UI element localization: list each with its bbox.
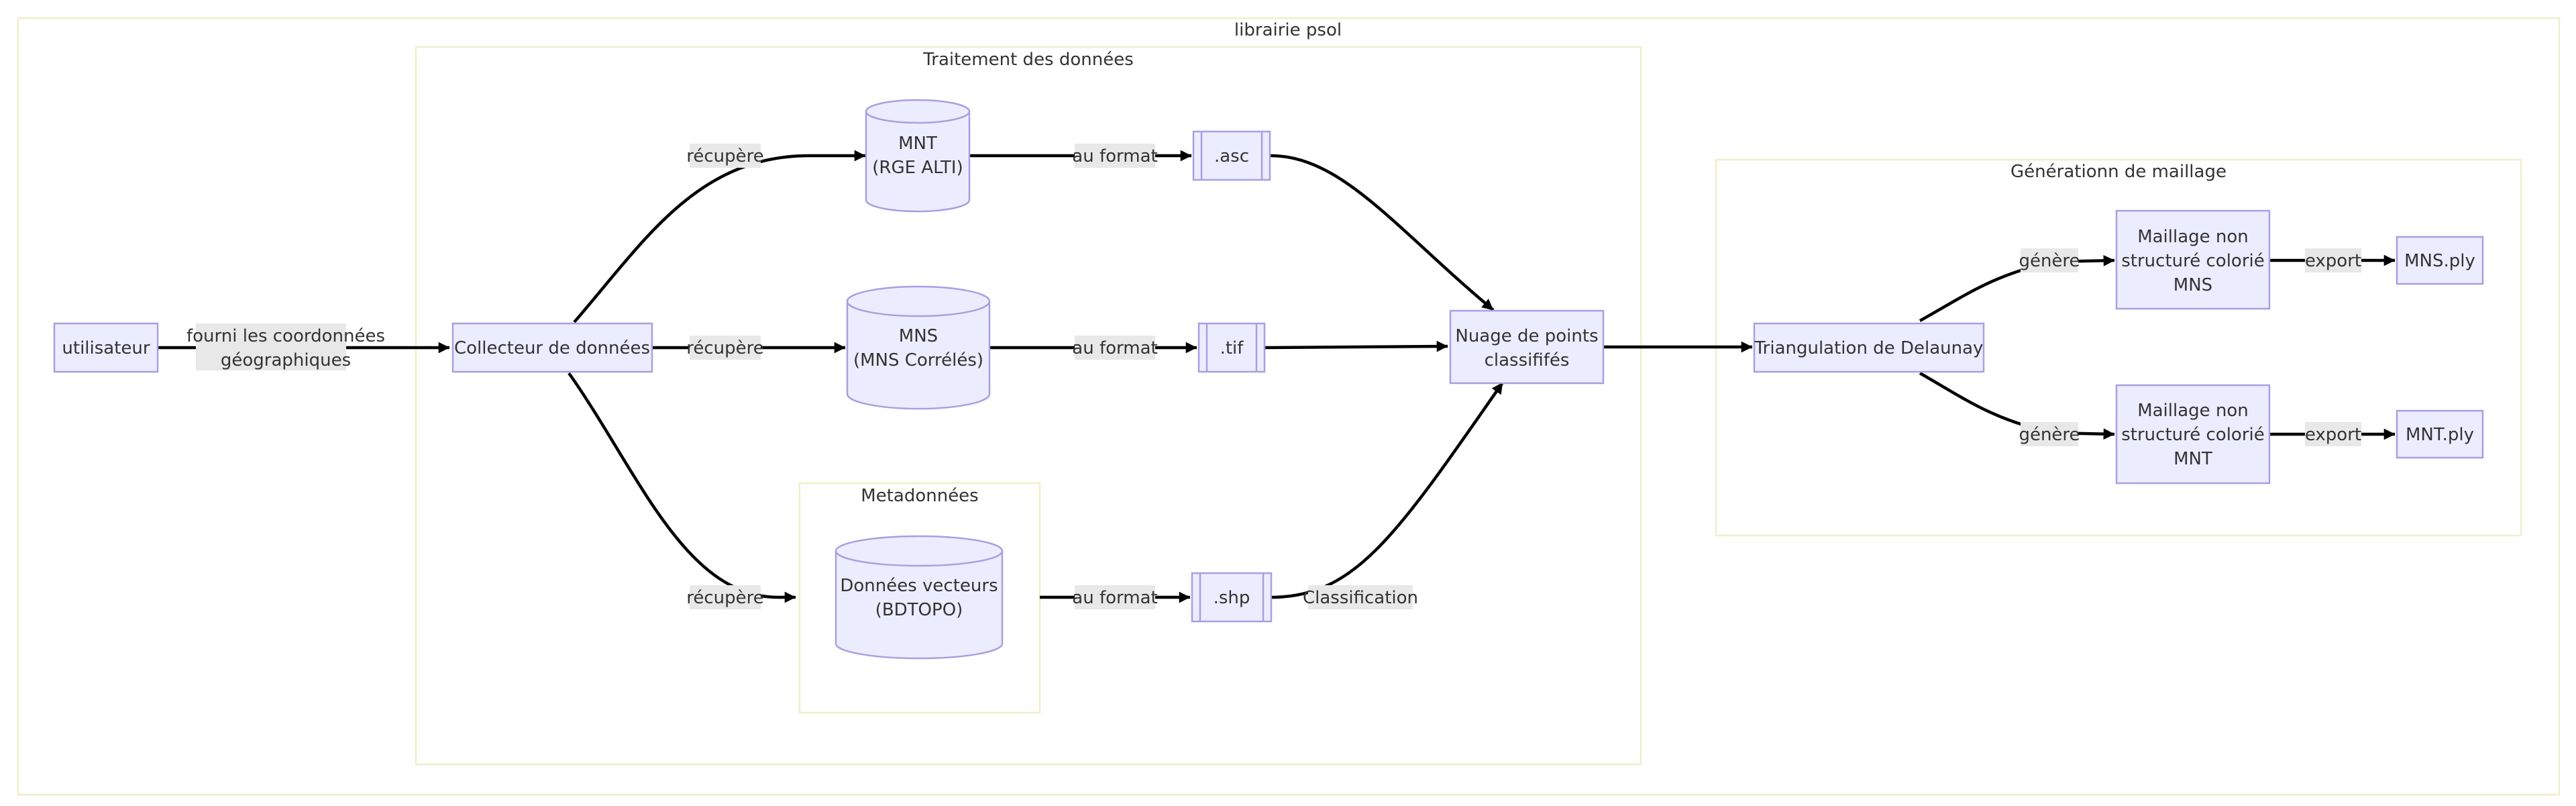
node-asc-subroutine[interactable]: .asc xyxy=(1192,130,1271,181)
node-mnt-label-line-1: MNT xyxy=(898,134,937,154)
node-collecteur-label: Collecteur de données xyxy=(454,338,650,358)
edge-label-recupere-mnt-text: récupère xyxy=(686,146,764,166)
edge-label-export-mns-text: export xyxy=(2305,251,2361,271)
node-utilisateur[interactable]: utilisateur xyxy=(53,322,159,373)
node-mns-ply[interactable]: MNS.ply xyxy=(2396,236,2484,285)
edge-label-format-tif-text: au format xyxy=(1072,338,1157,358)
edge-label-recupere-mns: récupère xyxy=(686,336,764,360)
edge-label-fourni-line-2: géographiques xyxy=(221,350,351,370)
node-maillage-mnt-line-2: structuré colorié xyxy=(2121,425,2265,445)
edge-label-recupere-mns-text: récupère xyxy=(686,338,764,358)
edge-collecteur-mnt xyxy=(573,150,866,323)
node-asc-label: .asc xyxy=(1214,146,1249,166)
edge-tif-nuage xyxy=(1265,340,1448,352)
edge-labels: fourni les coordonnées géographiques réc… xyxy=(186,144,2361,609)
edge-label-format-shp-text: au format xyxy=(1072,588,1157,608)
node-donnees-vecteurs-database[interactable]: Données vecteurs (BDTOPO) xyxy=(835,535,1004,660)
edge-collecteur-vecteurs xyxy=(568,372,796,603)
edge-label-format-shp: au format xyxy=(1072,585,1158,609)
cluster-title-librairie-psol: librairie psol xyxy=(1234,20,1342,40)
node-mns-database[interactable]: MNS (MNS Corrélés) xyxy=(846,285,991,410)
edge-label-genere-mns: génère xyxy=(2019,248,2080,272)
edge-label-genere-mns-text: génère xyxy=(2019,251,2080,271)
edge-label-export-mnt: export xyxy=(2305,422,2361,446)
edge-label-export-mnt-text: export xyxy=(2305,425,2361,445)
node-delaunay-label: Triangulation de Delaunay xyxy=(1754,338,1984,358)
edge-label-fourni: fourni les coordonnées géographiques xyxy=(186,323,385,370)
edge-label-genere-mnt: génère xyxy=(2019,422,2080,446)
cluster-title-maillage: Générationn de maillage xyxy=(2010,162,2226,182)
cluster-title-traitement: Traitement des données xyxy=(922,50,1134,70)
edge-delaunay-maillage-mnt xyxy=(1919,372,2115,440)
node-vecteurs-label-line-1: Données vecteurs xyxy=(840,576,998,596)
edge-label-export-mns: export xyxy=(2305,248,2361,272)
cluster-metadonnees: Metadonnées xyxy=(798,482,1041,714)
node-nuage-label-line-2: classififés xyxy=(1485,350,1570,370)
edge-label-genere-mnt-text: génère xyxy=(2019,425,2080,445)
edge-label-format-asc-text: au format xyxy=(1072,146,1157,166)
node-mnt-ply-label: MNT.ply xyxy=(2406,425,2474,445)
edge-label-classification-text: Classification xyxy=(1303,588,1418,608)
node-maillage-mns[interactable]: Maillage non structuré colorié MNS xyxy=(2115,209,2271,310)
edge-asc-nuage xyxy=(1270,154,1495,311)
node-mnt-label-line-2: (RGE ALTI) xyxy=(872,158,963,178)
node-shp-subroutine[interactable]: .shp xyxy=(1191,572,1273,623)
edge-label-recupere-vecteurs: récupère xyxy=(686,585,764,609)
node-vecteurs-label-line-2: (BDTOPO) xyxy=(875,600,963,620)
node-mns-label-line-1: MNS xyxy=(899,326,938,346)
node-nuage-de-points[interactable]: Nuage de points classififés xyxy=(1449,309,1605,385)
node-maillage-mnt-line-1: Maillage non xyxy=(2137,401,2249,421)
node-mnt-ply[interactable]: MNT.ply xyxy=(2396,409,2484,459)
cluster-traitement-des-donnees: Traitement des données xyxy=(415,46,1642,766)
edge-label-recupere-vecteurs-text: récupère xyxy=(686,588,764,608)
node-shp-label: .shp xyxy=(1214,588,1250,608)
node-maillage-mnt-line-3: MNT xyxy=(2174,449,2212,469)
cluster-librairie-psol: librairie psol xyxy=(17,17,2561,796)
node-utilisateur-label: utilisateur xyxy=(62,338,150,358)
node-tif-label: .tif xyxy=(1220,338,1244,358)
node-collecteur-de-donnees[interactable]: Collecteur de données xyxy=(451,322,653,373)
node-maillage-mns-line-1: Maillage non xyxy=(2137,227,2249,247)
cluster-title-metadonnees: Metadonnées xyxy=(861,486,978,506)
edge-label-fourni-line-1: fourni les coordonnées xyxy=(186,326,385,346)
node-mnt-database[interactable]: MNT (RGE ALTI) xyxy=(865,99,971,213)
edge-label-classification: Classification xyxy=(1303,585,1418,609)
node-tif-subroutine[interactable]: .tif xyxy=(1197,322,1266,373)
node-maillage-mnt[interactable]: Maillage non structuré colorié MNT xyxy=(2115,384,2271,485)
edge-shp-nuage xyxy=(1270,381,1504,599)
edges xyxy=(158,150,2396,603)
node-nuage-label-line-1: Nuage de points xyxy=(1455,326,1598,346)
node-maillage-mns-line-3: MNS xyxy=(2174,275,2212,295)
node-mns-ply-label: MNS.ply xyxy=(2404,251,2475,271)
edge-label-format-asc: au format xyxy=(1072,144,1158,168)
node-mns-label-line-2: (MNS Corrélés) xyxy=(853,350,983,370)
edge-delaunay-maillage-mns xyxy=(1919,254,2115,322)
edge-label-recupere-mnt: récupère xyxy=(686,144,764,168)
node-triangulation-de-delaunay[interactable]: Triangulation de Delaunay xyxy=(1753,322,1985,373)
edge-label-format-tif: au format xyxy=(1072,336,1158,360)
node-maillage-mns-line-2: structuré colorié xyxy=(2121,251,2265,271)
